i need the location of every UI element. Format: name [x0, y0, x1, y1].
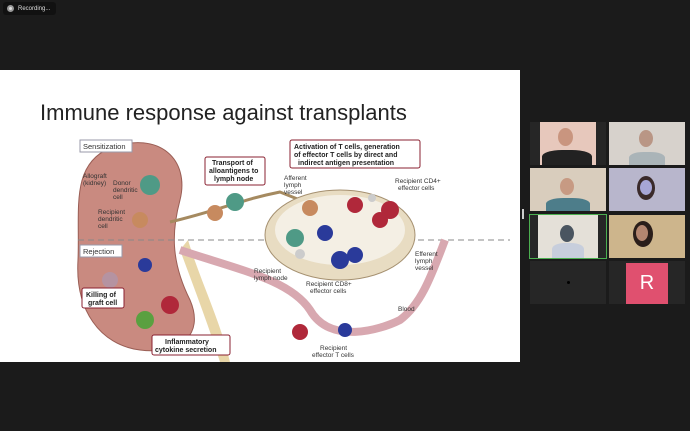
label-cd8: Recipient CD8+ [306, 281, 352, 288]
label-allograft: Allograft [83, 173, 107, 180]
label-recipient-dc: Recipient [98, 209, 125, 216]
recording-icon [7, 5, 14, 12]
label-cd4: effector cells [398, 185, 435, 192]
cells [102, 175, 399, 340]
label-transport: Transport of [212, 160, 254, 167]
label-cd4: Recipient CD4+ [395, 178, 441, 185]
label-cd8: effector cells [310, 288, 347, 295]
label-transport: lymph node [214, 176, 253, 183]
label-allograft: (kidney) [83, 180, 106, 187]
label-efferent: lymph [415, 258, 433, 265]
label-cytokine: Inflammatory [165, 339, 209, 346]
participant-tile-active-speaker[interactable] [529, 214, 607, 259]
label-recipient-dc: cell [98, 223, 108, 230]
loading-dot [567, 281, 570, 284]
avatar: R [626, 263, 668, 304]
label-efferent: vessel [415, 265, 434, 272]
label-cytokine: cytokine secretion [155, 347, 216, 354]
label-killing: graft cell [88, 300, 117, 307]
split-resize-handle[interactable] [522, 209, 524, 219]
label-sensitization: Sensitization [83, 142, 126, 151]
label-lymph-node: lymph node [254, 275, 288, 282]
label-donor: cell [113, 194, 123, 201]
participant-tile[interactable] [530, 168, 606, 211]
slide-title: Immune response against transplants [40, 100, 407, 125]
participant-tile[interactable] [609, 215, 685, 258]
label-afferent: Afferent [284, 175, 307, 182]
label-activation: indirect antigen presentation [298, 160, 394, 167]
participant-tile-video-off[interactable]: R [609, 261, 685, 304]
participant-tile[interactable] [530, 122, 606, 165]
label-donor: Donor [113, 180, 132, 187]
label-donor: dendritic [113, 187, 138, 194]
recording-indicator[interactable]: Recording... [3, 2, 57, 15]
label-transport: alloantigens to [209, 168, 258, 175]
label-blood: Blood [398, 306, 415, 313]
label-activation: Activation of T cells, generation [294, 144, 400, 151]
label-afferent: vessel [284, 189, 303, 196]
label-lymph-node: Recipient [254, 268, 281, 275]
participant-tile-video-off[interactable] [530, 261, 606, 304]
shared-slide: Immune response against transplants Sens… [0, 70, 520, 362]
label-afferent: lymph [284, 182, 302, 189]
label-efferent: Efferent [415, 251, 438, 258]
label-rejection: Rejection [83, 247, 114, 256]
participant-tile[interactable] [609, 168, 685, 211]
transplant-diagram: Sensitization Rejection Allograft (kidne… [77, 139, 510, 362]
label-recipient-dc: dendritic [98, 216, 123, 223]
label-effector: effector T cells [312, 352, 355, 359]
recording-label: Recording... [18, 5, 51, 12]
label-activation: of effector T cells by direct and [294, 152, 397, 159]
label-effector: Recipient [320, 345, 347, 352]
label-killing: Killing of [86, 292, 117, 299]
participant-tile[interactable] [609, 122, 685, 165]
